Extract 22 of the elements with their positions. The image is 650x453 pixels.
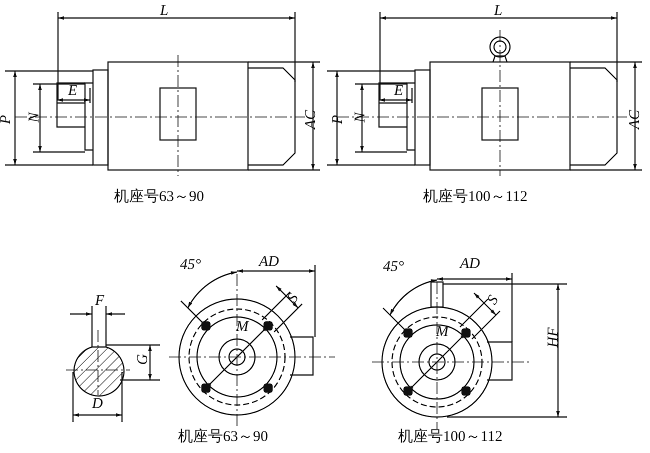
dimension-label: 45° bbox=[383, 260, 404, 275]
dimension-label: M bbox=[236, 320, 248, 335]
dimension-label: S bbox=[285, 292, 302, 306]
dimension-label: D bbox=[92, 397, 103, 412]
dimension-label: L bbox=[160, 4, 168, 19]
dimension-label: AD bbox=[460, 257, 480, 272]
view-caption: 机座号100～112 bbox=[423, 190, 528, 205]
dimension-label: AD bbox=[259, 255, 279, 270]
dimension-label: G bbox=[136, 354, 151, 365]
view-caption: 机座号63～90 bbox=[114, 190, 204, 205]
dimension-label: M bbox=[436, 325, 448, 340]
dimension-label: P bbox=[0, 114, 14, 124]
view-caption: 机座号100～112 bbox=[398, 430, 502, 445]
dimension-label: L bbox=[494, 4, 502, 19]
dimension-label: N bbox=[28, 112, 42, 122]
dimension-label: HF bbox=[546, 328, 562, 348]
dimension-label: F bbox=[95, 294, 104, 309]
dimension-label: E bbox=[68, 84, 78, 99]
dimension-label: S bbox=[485, 294, 502, 308]
dimension-label: E bbox=[394, 84, 404, 99]
dimension-label: 45° bbox=[180, 258, 201, 273]
view-caption: 机座号63～90 bbox=[178, 430, 268, 445]
